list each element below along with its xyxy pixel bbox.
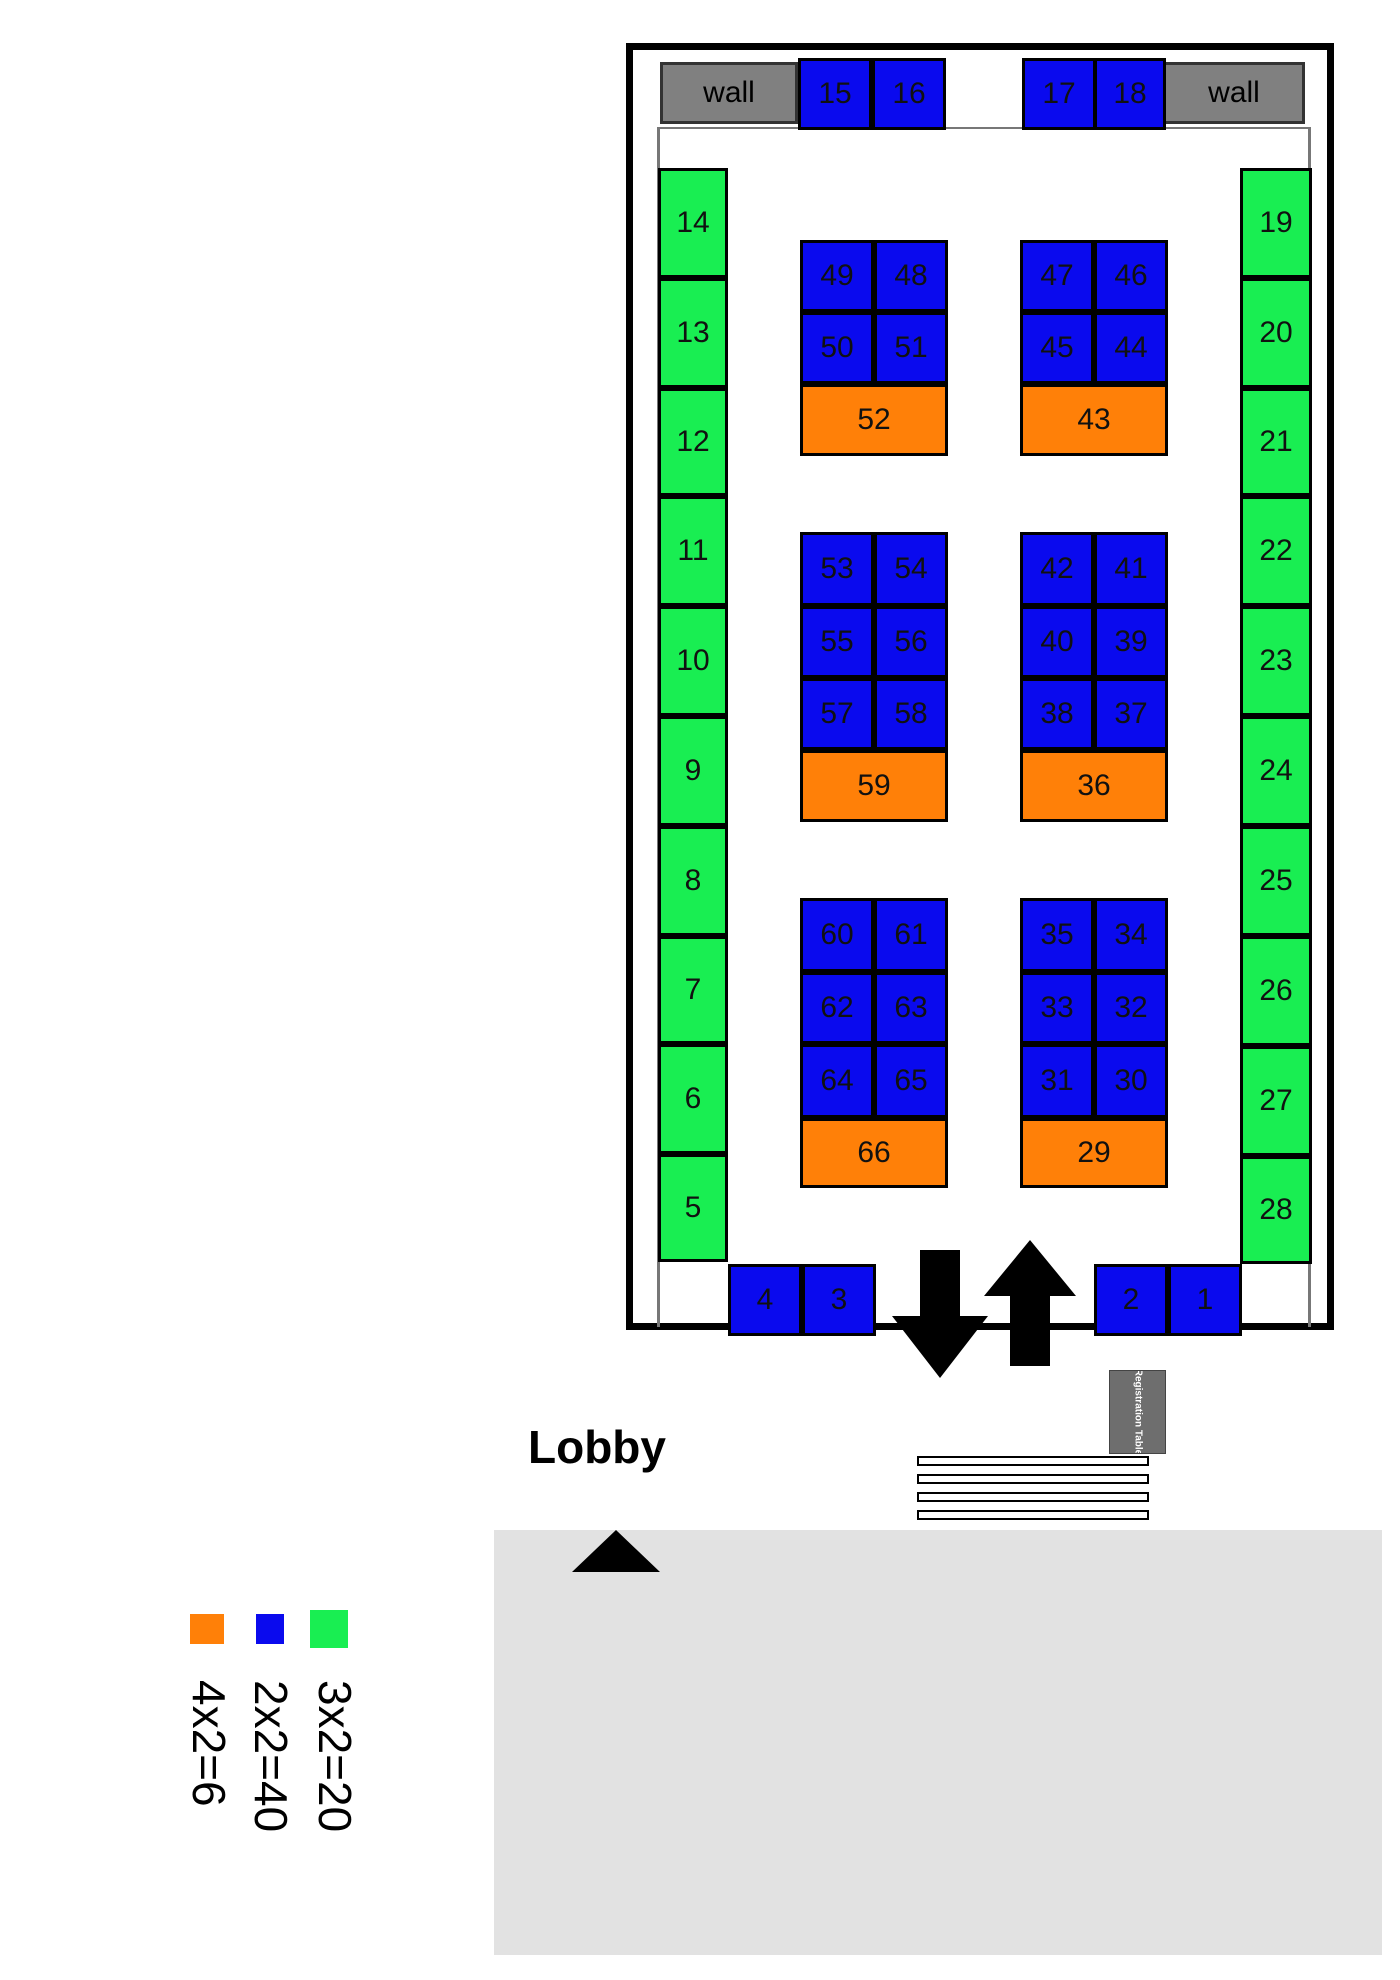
lobby-label: Lobby: [528, 1421, 666, 1473]
legend-label-green: 3x2=20: [309, 1680, 361, 1833]
booth-11[interactable]: 11: [658, 496, 728, 606]
legend-label-blue: 2x2=40: [245, 1680, 297, 1833]
booth-16[interactable]: 16: [872, 58, 946, 130]
booth-5[interactable]: 5: [658, 1154, 728, 1262]
booth-29[interactable]: 29: [1020, 1118, 1168, 1188]
booth-2[interactable]: 2: [1094, 1264, 1168, 1336]
booth-21[interactable]: 21: [1240, 388, 1312, 496]
stair-step: [917, 1474, 1149, 1484]
booth-39[interactable]: 39: [1094, 606, 1168, 678]
legend-label-orange: 4x2=6: [183, 1680, 235, 1807]
booth-62[interactable]: 62: [800, 972, 874, 1044]
booth-48[interactable]: 48: [874, 240, 948, 312]
booth-46[interactable]: 46: [1094, 240, 1168, 312]
booth-58[interactable]: 58: [874, 678, 948, 750]
booth-42[interactable]: 42: [1020, 532, 1094, 606]
booth-35[interactable]: 35: [1020, 898, 1094, 972]
booth-12[interactable]: 12: [658, 388, 728, 496]
booth-64[interactable]: 64: [800, 1044, 874, 1118]
booth-19[interactable]: 19: [1240, 168, 1312, 278]
booth-20[interactable]: 20: [1240, 278, 1312, 388]
booth-24[interactable]: 24: [1240, 716, 1312, 826]
booth-33[interactable]: 33: [1020, 972, 1094, 1044]
booth-36[interactable]: 36: [1020, 750, 1168, 822]
legend-swatch-blue: [256, 1614, 284, 1644]
booth-23[interactable]: 23: [1240, 606, 1312, 716]
booth-13[interactable]: 13: [658, 278, 728, 388]
booth-34[interactable]: 34: [1094, 898, 1168, 972]
booth-10[interactable]: 10: [658, 606, 728, 716]
booth-30[interactable]: 30: [1094, 1044, 1168, 1118]
stair-step: [917, 1510, 1149, 1520]
stair-step: [917, 1492, 1149, 1502]
booth-4[interactable]: 4: [728, 1264, 802, 1336]
arrow-down-icon: [892, 1250, 988, 1378]
triangle-icon: [572, 1530, 660, 1572]
booth-50[interactable]: 50: [800, 312, 874, 384]
booth-51[interactable]: 51: [874, 312, 948, 384]
booth-26[interactable]: 26: [1240, 936, 1312, 1046]
legend-swatch-green: [310, 1610, 348, 1648]
booth-65[interactable]: 65: [874, 1044, 948, 1118]
booth-41[interactable]: 41: [1094, 532, 1168, 606]
booth-59[interactable]: 59: [800, 750, 948, 822]
booth-43[interactable]: 43: [1020, 384, 1168, 456]
booth-44[interactable]: 44: [1094, 312, 1168, 384]
booth-66[interactable]: 66: [800, 1118, 948, 1188]
wall-right: wall: [1163, 62, 1305, 124]
booth-7[interactable]: 7: [658, 936, 728, 1044]
exhibition-hall: [626, 43, 1334, 1330]
inner-outline: [657, 127, 1311, 129]
booth-53[interactable]: 53: [800, 532, 874, 606]
booth-6[interactable]: 6: [658, 1044, 728, 1154]
booth-56[interactable]: 56: [874, 606, 948, 678]
booth-22[interactable]: 22: [1240, 496, 1312, 606]
registration-table: Registration Table: [1109, 1370, 1166, 1454]
booth-63[interactable]: 63: [874, 972, 948, 1044]
booth-25[interactable]: 25: [1240, 826, 1312, 936]
booth-38[interactable]: 38: [1020, 678, 1094, 750]
booth-37[interactable]: 37: [1094, 678, 1168, 750]
booth-47[interactable]: 47: [1020, 240, 1094, 312]
booth-40[interactable]: 40: [1020, 606, 1094, 678]
booth-8[interactable]: 8: [658, 826, 728, 936]
booth-28[interactable]: 28: [1240, 1156, 1312, 1264]
legend-swatch-orange: [190, 1614, 224, 1644]
booth-45[interactable]: 45: [1020, 312, 1094, 384]
booth-49[interactable]: 49: [800, 240, 874, 312]
booth-27[interactable]: 27: [1240, 1046, 1312, 1156]
booth-52[interactable]: 52: [800, 384, 948, 456]
booth-3[interactable]: 3: [802, 1264, 876, 1336]
booth-57[interactable]: 57: [800, 678, 874, 750]
booth-18[interactable]: 18: [1094, 58, 1166, 130]
booth-60[interactable]: 60: [800, 898, 874, 972]
booth-54[interactable]: 54: [874, 532, 948, 606]
lobby-area: [494, 1530, 1382, 1955]
booth-61[interactable]: 61: [874, 898, 948, 972]
booth-1[interactable]: 1: [1168, 1264, 1242, 1336]
booth-32[interactable]: 32: [1094, 972, 1168, 1044]
booth-14[interactable]: 14: [658, 168, 728, 278]
wall-left: wall: [660, 62, 798, 124]
booth-15[interactable]: 15: [798, 58, 872, 130]
booth-31[interactable]: 31: [1020, 1044, 1094, 1118]
arrow-up-icon: [984, 1240, 1076, 1366]
booth-17[interactable]: 17: [1022, 58, 1096, 130]
booth-55[interactable]: 55: [800, 606, 874, 678]
registration-table-label: Registration Table: [1132, 1370, 1143, 1454]
booth-9[interactable]: 9: [658, 716, 728, 826]
stair-step: [917, 1456, 1149, 1466]
